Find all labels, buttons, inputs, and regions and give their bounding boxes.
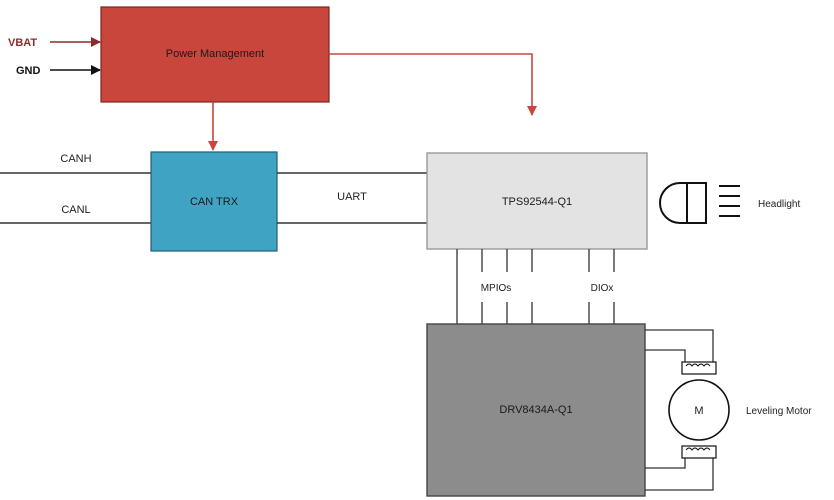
canh-label: CANH bbox=[60, 153, 91, 165]
motor-symbol-label: M bbox=[694, 405, 703, 417]
tps92544-label: TPS92544-Q1 bbox=[502, 196, 572, 208]
diox-label: DIOx bbox=[591, 283, 614, 294]
motor-wiring bbox=[645, 329, 714, 491]
mpios-label: MPIOs bbox=[481, 283, 512, 294]
headlight-label: Headlight bbox=[758, 199, 800, 210]
drv8434a-block bbox=[426, 323, 646, 497]
mpios-label-bg bbox=[470, 272, 542, 302]
can-trx-block bbox=[150, 151, 278, 252]
headlight-icon bbox=[659, 182, 740, 224]
drv8434a-label: DRV8434A-Q1 bbox=[499, 404, 572, 416]
diox-label-bg bbox=[575, 272, 639, 302]
vbat-label: VBAT bbox=[8, 37, 37, 49]
power-management-block bbox=[100, 6, 330, 103]
canl-label: CANL bbox=[61, 204, 90, 216]
uart-label: UART bbox=[337, 191, 367, 203]
power-to-tps-arrow bbox=[329, 53, 537, 116]
leveling-motor-label: Leveling Motor bbox=[746, 406, 812, 417]
tps92544-block bbox=[426, 152, 648, 250]
power-management-label: Power Management bbox=[166, 48, 264, 60]
can-trx-label: CAN TRX bbox=[190, 196, 239, 208]
gnd-label: GND bbox=[16, 65, 41, 77]
motor-icon bbox=[668, 361, 730, 459]
